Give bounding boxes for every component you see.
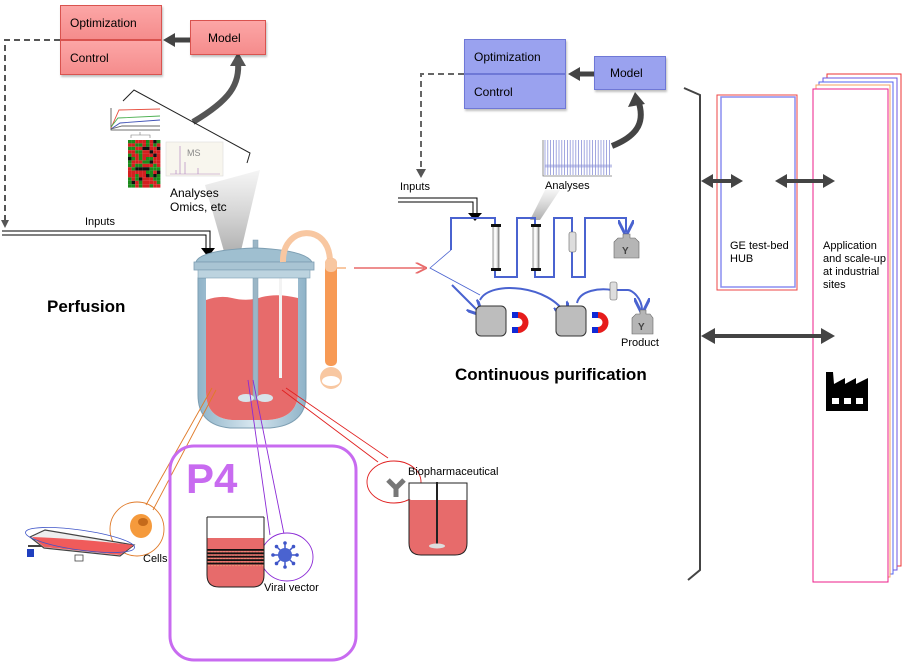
fixed-bed-vessel-icon — [206, 516, 265, 588]
magnetic-separation: Y — [475, 281, 654, 337]
perfusion-filter-icon — [279, 230, 346, 389]
upstream-analyses-beam — [205, 170, 260, 255]
control-label: Control — [70, 50, 109, 65]
stirred-tank-icon — [408, 482, 468, 556]
upstream-analyses-to-model-arrow — [191, 52, 246, 125]
chromatography-train: Y — [429, 217, 640, 313]
downstream-analyses-beam — [530, 190, 560, 220]
magnet-icon — [512, 312, 529, 333]
sites-label: Application and scale-up at industrial s… — [823, 240, 886, 291]
growth-curve-thumbnail — [110, 108, 161, 131]
downstream-analyses-label: Analyses — [545, 180, 590, 192]
biopharmaceutical-callout-line — [281, 387, 422, 504]
upstream-analyses-label: Analyses — [170, 186, 219, 200]
hub-label: GE test-bed HUB — [730, 240, 789, 265]
analyses-bracket — [122, 89, 251, 164]
virus-icon — [271, 541, 299, 569]
continuous-purification-title: Continuous purification — [455, 365, 647, 384]
biopharmaceutical-label: Biopharmaceutical — [408, 466, 499, 478]
scope-bracket — [683, 87, 701, 581]
viral-vector-callout-line — [247, 379, 314, 582]
cells-label: Cells — [143, 553, 168, 565]
double-arrow — [701, 174, 743, 188]
bioreactor-icon — [193, 239, 315, 429]
downstream-optimization-box: Optimization — [464, 39, 566, 74]
control-label: Control — [474, 84, 513, 99]
downstream-control-box: Control — [464, 74, 566, 109]
wave-bioreactor-icon — [25, 527, 136, 562]
upstream-analyses-sublabel: Omics, etc — [170, 200, 227, 214]
model-label: Model — [208, 30, 241, 45]
p4-containment-frame — [168, 444, 358, 662]
factory-icon — [826, 372, 868, 411]
optimization-label: Optimization — [70, 15, 137, 30]
downstream-analyses-to-model-arrow — [610, 92, 645, 149]
sites-panel-stack — [812, 73, 902, 583]
upstream-control-box: Control — [60, 40, 162, 75]
antibody-icon — [386, 478, 406, 497]
omics-heatmap-thumbnail — [128, 132, 161, 188]
downstream-feedback-dashed-line — [416, 73, 464, 178]
cells-callout-line — [109, 387, 217, 557]
magnet-icon — [592, 312, 609, 333]
downstream-model-to-control-arrow — [568, 67, 594, 81]
downstream-inputs-label: Inputs — [400, 181, 430, 193]
product-label: Product — [621, 337, 659, 349]
downstream-model-box: Model — [594, 56, 666, 90]
chromatogram-thumbnail — [542, 140, 612, 177]
svg-text:Y: Y — [638, 322, 645, 333]
upstream-inputs-line — [2, 230, 215, 257]
perfusion-title: Perfusion — [47, 297, 126, 316]
upstream-optimization-box: Optimization — [60, 5, 162, 40]
p4-label: P4 — [186, 455, 238, 502]
model-label: Model — [610, 66, 643, 80]
ms-label: MS — [187, 148, 201, 158]
hub-panel-frame — [716, 94, 798, 291]
viral-vector-label: Viral vector — [264, 582, 319, 594]
upstream-model-to-control-arrow — [163, 33, 190, 47]
upstream-feedback-dashed-line — [1, 39, 60, 228]
ms-spectrum-thumbnail — [165, 141, 224, 177]
optimization-label: Optimization — [474, 49, 541, 64]
upstream-inputs-label: Inputs — [85, 216, 115, 228]
upstream-model-box: Model — [190, 20, 266, 55]
svg-text:Y: Y — [622, 246, 629, 257]
double-arrow — [701, 328, 835, 344]
double-arrow — [775, 174, 835, 188]
